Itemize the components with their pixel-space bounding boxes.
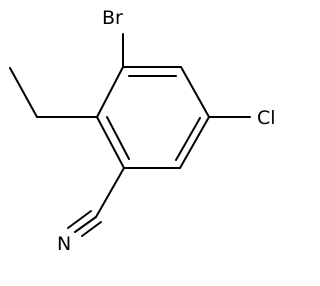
atom-label-br: Br xyxy=(102,7,123,29)
molecule-structure: Br Cl N xyxy=(9,7,276,255)
atom-label-cl: Cl xyxy=(257,107,276,129)
bond-c2-c3 xyxy=(96,116,125,169)
bond-nitrile-1 xyxy=(74,216,97,233)
bond-inner-c2-c3 xyxy=(106,116,130,160)
bond-nitrile-2 xyxy=(67,210,92,229)
bond-c3-cn xyxy=(95,167,125,218)
bond-c1-c2 xyxy=(96,66,124,118)
atom-label-n: N xyxy=(57,233,71,255)
bond-nitrile-3 xyxy=(81,221,102,237)
bond-c4-c5 xyxy=(179,116,210,169)
bond-inner-c4-c5 xyxy=(175,117,201,161)
bond-ethyl xyxy=(9,67,38,118)
bond-c5-c6 xyxy=(180,66,210,118)
